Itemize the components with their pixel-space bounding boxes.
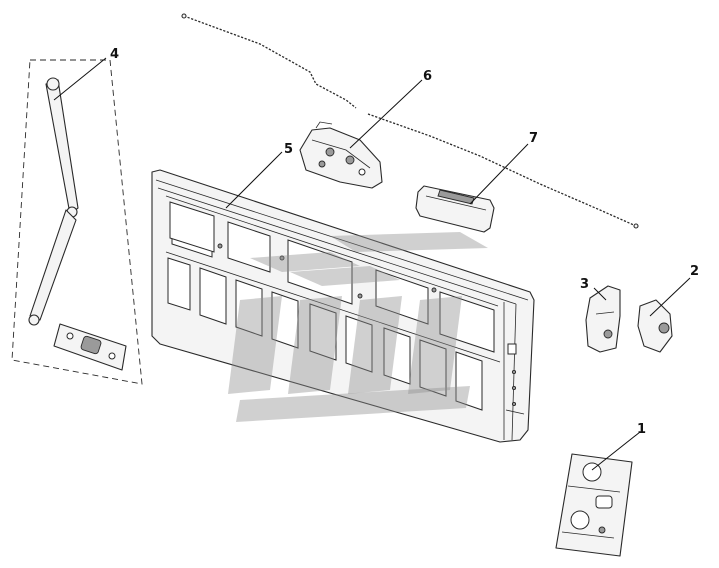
- hinge-bracket-part-3: [585, 285, 621, 353]
- callout-4: 4: [110, 47, 119, 62]
- latch-mechanism-part-6: [299, 121, 383, 189]
- watermark-logo: [228, 232, 488, 422]
- handle-part-7: [415, 185, 495, 233]
- reinforcement-plate-part-1: [555, 453, 633, 557]
- callout-5: 5: [284, 142, 293, 157]
- callout-1: 1: [637, 422, 646, 437]
- lower-lock-rod: [367, 113, 639, 229]
- tailgate-panel-part-5: [151, 169, 535, 443]
- hinge-cap-part-2: [637, 299, 673, 353]
- leader-lines: [53, 57, 691, 471]
- callout-7: 7: [529, 131, 538, 146]
- callout-3: 3: [580, 277, 589, 292]
- callout-2: 2: [690, 264, 699, 279]
- upper-lock-rod: [181, 13, 357, 109]
- callout-6: 6: [423, 69, 432, 84]
- support-strut-part-4: [11, 59, 143, 385]
